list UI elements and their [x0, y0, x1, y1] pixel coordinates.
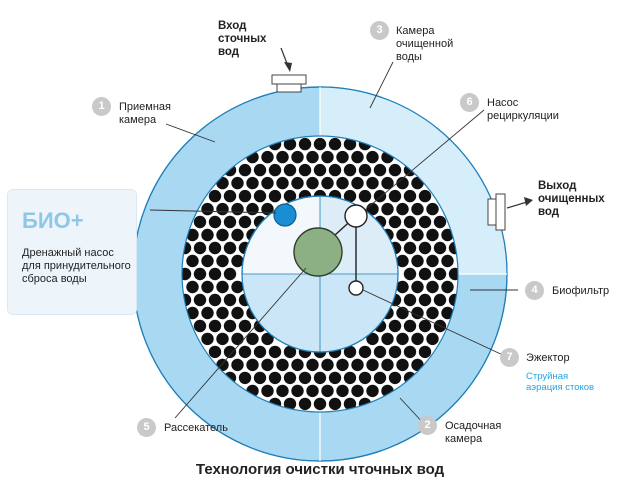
blue-dot — [273, 203, 297, 227]
inlet-label: Вход сточных вод — [218, 20, 267, 58]
pump-body — [293, 227, 343, 277]
outlet-arrow — [506, 197, 533, 209]
badge-5: 5 — [137, 418, 156, 437]
badge-6: 6 — [460, 93, 479, 112]
inlet-pipe — [271, 74, 307, 93]
ejector-dot — [348, 280, 364, 296]
leader-lines — [149, 61, 518, 427]
outlet-label: Выход очищенных вод — [538, 180, 605, 218]
badge-2: 2 — [418, 416, 437, 435]
inner-chamber — [241, 195, 399, 353]
biofilter-dots — [182, 137, 458, 411]
badge-7: 7 — [500, 348, 519, 367]
badge-1: 1 — [92, 97, 111, 116]
label-ejector-sub: Струйная аэрация стоков — [526, 371, 595, 393]
label-receiving-chamber: Приемная камера — [119, 101, 171, 126]
outlet-pipe — [487, 193, 506, 231]
label-recirculation-pump: Насос рециркуляции — [487, 97, 559, 122]
label-clean-water-chamber: Камера очищенной воды — [396, 25, 454, 63]
label-ejector: Эжектор — [526, 352, 570, 364]
diagram-caption: Технология очистки чточных вод — [195, 461, 445, 478]
recirculation-pump — [344, 204, 368, 228]
inlet-arrow — [280, 47, 292, 72]
bio-plus-title: БИО+ — [22, 208, 84, 233]
bio-plus-description: Дренажный насос для принудительного сбро… — [22, 247, 131, 285]
badge-4: 4 — [525, 281, 544, 300]
label-settling-chamber: Осадочная камера — [445, 420, 502, 445]
label-divider: Рассекатель — [164, 422, 228, 434]
label-biofilter: Биофильтр — [552, 285, 610, 297]
badge-3: 3 — [370, 21, 389, 40]
bio-plus-box: БИО+ Дренажный насос для принудительного… — [7, 189, 137, 315]
